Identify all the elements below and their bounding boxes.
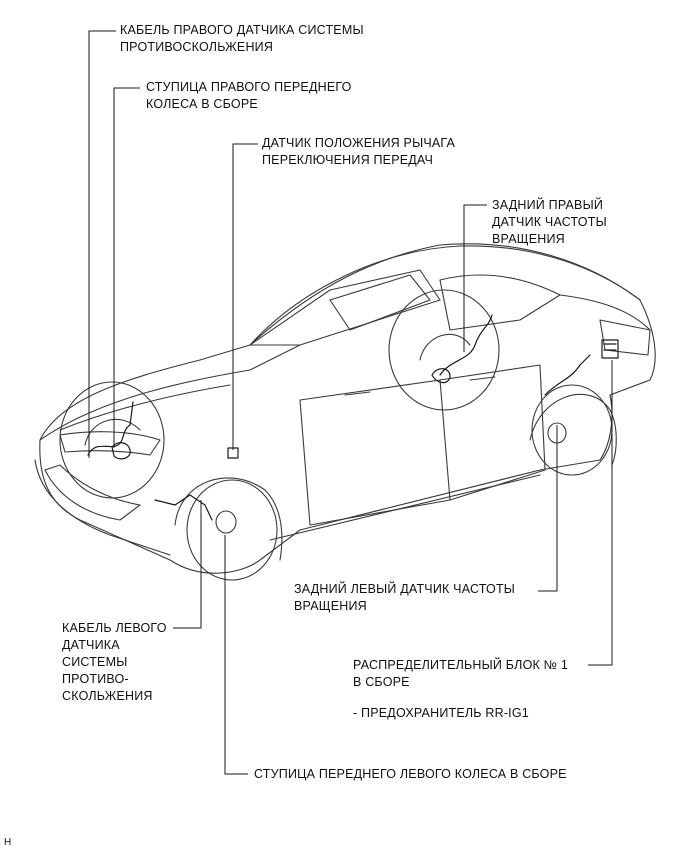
label-front-right-abs-cable: КАБЕЛЬ ПРАВОГО ДАТЧИКА СИСТЕМЫ ПРОТИВОСК… xyxy=(120,23,364,54)
leader-rear-left-speed-sensor xyxy=(538,425,558,592)
leader-shift-lever-sensor xyxy=(232,143,258,450)
label-shift-lever-sensor: ДАТЧИК ПОЛОЖЕНИЯ РЫЧАГА ПЕРЕКЛЮЧЕНИЯ ПЕР… xyxy=(262,136,456,167)
label-rear-right-speed-sensor: ЗАДНИЙ ПРАВЫЙ ДАТЧИК ЧАСТОТЫ ВРАЩЕНИЯ xyxy=(492,198,607,246)
car-roofline xyxy=(249,245,641,346)
leader-front-right-abs-cable xyxy=(88,30,116,458)
label-front-right-hub: СТУПИЦА ПРАВОГО ПЕРЕДНЕГО КОЛЕСА В СБОРЕ xyxy=(146,80,352,111)
car-grille xyxy=(44,464,141,521)
leader-front-left-abs-cable xyxy=(173,500,202,629)
car-door-handle-rear xyxy=(469,376,496,381)
label-front-left-hub: СТУПИЦА ПЕРЕДНЕГО ЛЕВОГО КОЛЕСА В СБОРЕ xyxy=(254,767,567,781)
label-front-left-abs-cable: КАБЕЛЬ ЛЕВОГО ДАТЧИКА СИСТЕМЫ ПРОТИВО- С… xyxy=(62,621,167,703)
label-fuse: - ПРЕДОХРАНИТЕЛЬ RR-IG1 xyxy=(353,706,529,720)
car-wheel-rear-left xyxy=(531,384,613,476)
leader-rear-right-speed-sensor xyxy=(463,204,487,352)
leader-front-left-hub xyxy=(224,535,248,775)
car-hood xyxy=(39,344,301,441)
hub-rear-right xyxy=(431,368,451,384)
leader-front-right-hub xyxy=(113,87,140,448)
harness-rear-right xyxy=(439,314,493,376)
car-front-bumper xyxy=(34,459,171,556)
leader-junction-block xyxy=(588,360,613,666)
harness-front-right xyxy=(87,401,134,456)
junction-block-detail xyxy=(603,343,617,351)
car-wheel-front-right xyxy=(59,381,165,499)
junction-block-body xyxy=(601,339,619,359)
car-rear-deck xyxy=(559,294,651,331)
car-door-rear xyxy=(439,364,546,501)
car-disc-front-right xyxy=(84,418,141,446)
car-windshield xyxy=(249,269,441,346)
car-wheel-front-left xyxy=(186,479,278,581)
car-door-front xyxy=(299,379,451,526)
label-rear-left-speed-sensor: ЗАДНИЙ ЛЕВЫЙ ДАТЧИК ЧАСТОТЫ ВРАЩЕНИЯ xyxy=(294,582,516,613)
corner-mark: H xyxy=(4,837,12,848)
harness-front-left xyxy=(154,494,213,521)
car-wheel-arch-front xyxy=(174,477,283,561)
car-hood-line xyxy=(59,384,231,431)
hub-front-right xyxy=(111,442,131,460)
car-headlight xyxy=(59,431,161,456)
car-side-window-rear xyxy=(439,274,561,331)
car-disc-rear-right xyxy=(419,333,471,361)
car-hub-front-left xyxy=(215,510,237,534)
car-wheel-rear-right xyxy=(388,289,500,411)
car-door-handle-front xyxy=(344,391,371,396)
car-side-window-front xyxy=(329,274,431,331)
label-junction-block: РАСПРЕДЕЛИТЕЛЬНЫЙ БЛОК № 1 В СБОРЕ xyxy=(353,658,569,689)
car-side-sill xyxy=(269,474,541,541)
harness-rear-left xyxy=(544,354,591,396)
